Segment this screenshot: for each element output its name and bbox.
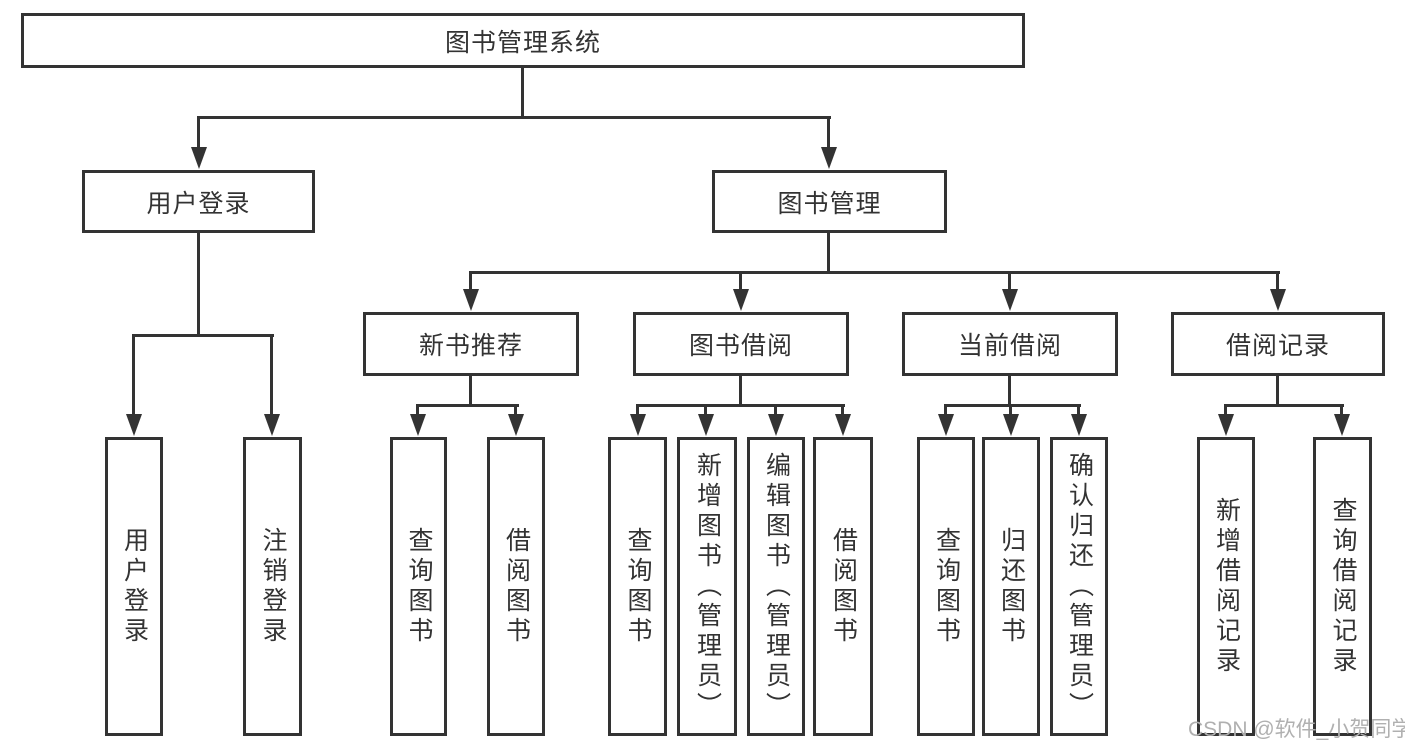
connector-line [944, 404, 947, 416]
connector-arrowhead [1002, 289, 1018, 311]
connector-line [1224, 404, 1344, 407]
leaf-logout: 注销登录 [243, 437, 302, 736]
connector-arrowhead [410, 414, 426, 436]
node-current-borrowing-label: 当前借阅 [957, 332, 1062, 360]
connector-line [1008, 376, 1011, 407]
node-user-login-label: 用户登录 [146, 189, 251, 218]
connector-arrowhead [1071, 414, 1087, 436]
connector-arrowhead [1218, 414, 1234, 436]
leaf-query-books-borrowing-label: 查询图书 [624, 526, 652, 647]
connector-arrowhead [768, 414, 784, 436]
connector-line [514, 404, 517, 416]
csdn-watermark: CSDN @软件_小贺同学 [1188, 718, 1405, 741]
node-new-book-recommend-label: 新书推荐 [418, 332, 523, 360]
node-new-book-recommend: 新书推荐 [363, 312, 579, 376]
leaf-borrow-books: 借阅图书 [813, 437, 873, 736]
connector-arrowhead [1334, 414, 1350, 436]
connector-line [739, 271, 742, 291]
connector-line [469, 376, 472, 407]
leaf-query-books-recommend-label: 查询图书 [405, 526, 433, 647]
connector-line [132, 334, 135, 416]
node-book-management-label: 图书管理 [777, 189, 882, 218]
leaf-query-books-current: 查询图书 [917, 437, 975, 736]
leaf-edit-books-admin-label: 编辑图书（管理员） [762, 451, 791, 722]
leaf-query-borrow-record: 查询借阅记录 [1313, 437, 1372, 736]
leaf-edit-books-admin: 编辑图书（管理员） [747, 437, 805, 736]
connector-arrowhead [1270, 289, 1286, 311]
leaf-query-books-recommend: 查询图书 [390, 437, 447, 736]
node-current-borrowing: 当前借阅 [902, 312, 1118, 376]
leaf-add-borrow-record: 新增借阅记录 [1197, 437, 1255, 736]
connector-arrowhead [835, 414, 851, 436]
connector-line [197, 116, 200, 148]
connector-line [1340, 404, 1343, 416]
connector-arrowhead [463, 289, 479, 311]
connector-line [469, 271, 1280, 274]
connector-line [416, 404, 419, 416]
node-library-management-system: 图书管理系统 [21, 13, 1025, 68]
connector-arrowhead [698, 414, 714, 436]
connector-arrowhead [733, 289, 749, 311]
node-borrowing-records: 借阅记录 [1171, 312, 1385, 376]
leaf-logout-label: 注销登录 [259, 526, 287, 647]
leaf-add-books-admin: 新增图书（管理员） [677, 437, 737, 736]
connector-arrowhead [508, 414, 524, 436]
connector-line [197, 116, 831, 119]
leaf-borrow-books-label: 借阅图书 [829, 526, 858, 647]
connector-arrowhead [1003, 414, 1019, 436]
connector-line [827, 116, 830, 148]
node-borrowing-records-label: 借阅记录 [1225, 332, 1330, 360]
leaf-confirm-return-admin: 确认归还（管理员） [1050, 437, 1108, 736]
connector-arrowhead [264, 414, 280, 436]
connector-line [469, 271, 472, 291]
connector-line [841, 404, 844, 416]
node-book-borrowing: 图书借阅 [633, 312, 849, 376]
connector-line [944, 404, 1081, 407]
connector-arrowhead [821, 147, 837, 169]
connector-line [1276, 376, 1279, 407]
node-book-borrowing-label: 图书借阅 [688, 332, 793, 360]
connector-line [270, 334, 273, 416]
connector-line [774, 404, 777, 416]
leaf-return-books-label: 归还图书 [997, 526, 1026, 647]
connector-line [1008, 271, 1011, 291]
connector-line [1276, 271, 1279, 291]
leaf-user-login: 用户登录 [105, 437, 163, 736]
node-book-management: 图书管理 [712, 170, 947, 233]
connector-arrowhead [938, 414, 954, 436]
connector-line [1077, 404, 1080, 416]
leaf-query-borrow-record-label: 查询借阅记录 [1329, 496, 1357, 677]
leaf-confirm-return-admin-label: 确认归还（管理员） [1065, 451, 1094, 722]
connector-line [521, 68, 524, 119]
leaf-return-books: 归还图书 [982, 437, 1040, 736]
leaf-add-books-admin-label: 新增图书（管理员） [693, 451, 722, 722]
connector-line [132, 334, 274, 337]
connector-line [739, 376, 742, 407]
connector-line [636, 404, 845, 407]
leaf-borrow-books-recommend: 借阅图书 [487, 437, 545, 736]
connector-line [704, 404, 707, 416]
connector-line [197, 233, 200, 337]
node-user-login: 用户登录 [82, 170, 315, 233]
leaf-borrow-books-recommend-label: 借阅图书 [502, 526, 531, 647]
connector-line [416, 404, 519, 407]
connector-arrowhead [630, 414, 646, 436]
connector-line [636, 404, 639, 416]
connector-line [827, 233, 830, 274]
node-library-management-system-label: 图书管理系统 [444, 28, 601, 57]
connector-arrowhead [126, 414, 142, 436]
leaf-query-books-current-label: 查询图书 [932, 526, 961, 647]
leaf-add-borrow-record-label: 新增借阅记录 [1212, 496, 1241, 677]
connector-arrowhead [191, 147, 207, 169]
connector-line [1009, 404, 1012, 416]
connector-line [1224, 404, 1227, 416]
leaf-query-books-borrowing: 查询图书 [608, 437, 667, 736]
leaf-user-login-label: 用户登录 [120, 526, 149, 647]
